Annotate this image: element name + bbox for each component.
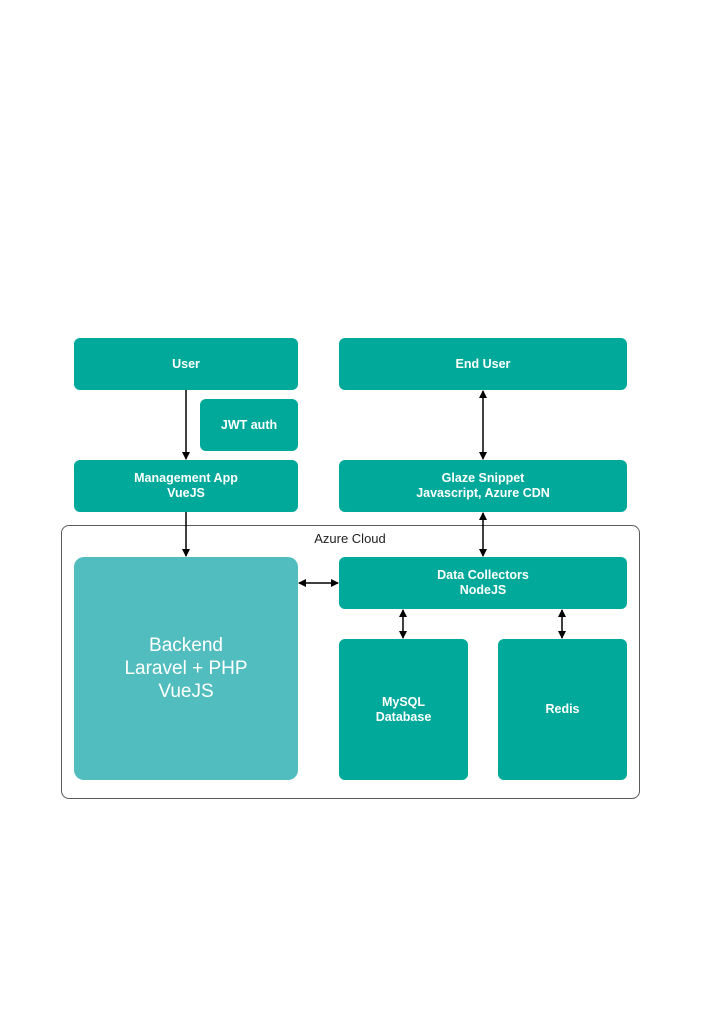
user-node-label: User [172, 356, 200, 371]
azure-cloud-label: Azure Cloud [314, 531, 386, 546]
mysql-database-node: MySQL Database [339, 639, 468, 780]
glaze-snippet-node-tech: Javascript, Azure CDN [416, 486, 550, 500]
redis-node: Redis [498, 639, 627, 780]
management-app-node-title: Management App [134, 471, 238, 485]
data-collectors-node-tech: NodeJS [459, 583, 507, 597]
glaze-snippet-node: Glaze Snippet Javascript, Azure CDN [339, 460, 627, 512]
user-node: User [74, 338, 298, 390]
redis-node-label: Redis [545, 702, 580, 716]
management-app-node-tech: VueJS [167, 486, 205, 500]
end-user-node-label: End User [455, 356, 511, 371]
backend-node-title: Backend [149, 635, 223, 656]
backend-node-framework: Laravel + PHP [124, 658, 248, 679]
backend-node: Backend Laravel + PHP VueJS [74, 557, 298, 780]
jwt-auth-node: JWT auth [200, 399, 298, 451]
management-app-node: Management App VueJS [74, 460, 298, 512]
jwt-auth-node-label: JWT auth [220, 417, 278, 432]
mysql-node-subtitle: Database [375, 709, 432, 724]
glaze-snippet-node-title: Glaze Snippet [441, 471, 525, 485]
data-collectors-node-title: Data Collectors [437, 568, 529, 582]
azure-cloud-container [61, 525, 640, 799]
mysql-node-title: MySQL [381, 694, 426, 709]
data-collectors-node: Data Collectors NodeJS [339, 557, 627, 609]
end-user-node: End User [339, 338, 627, 390]
backend-node-frontend: VueJS [158, 681, 214, 702]
